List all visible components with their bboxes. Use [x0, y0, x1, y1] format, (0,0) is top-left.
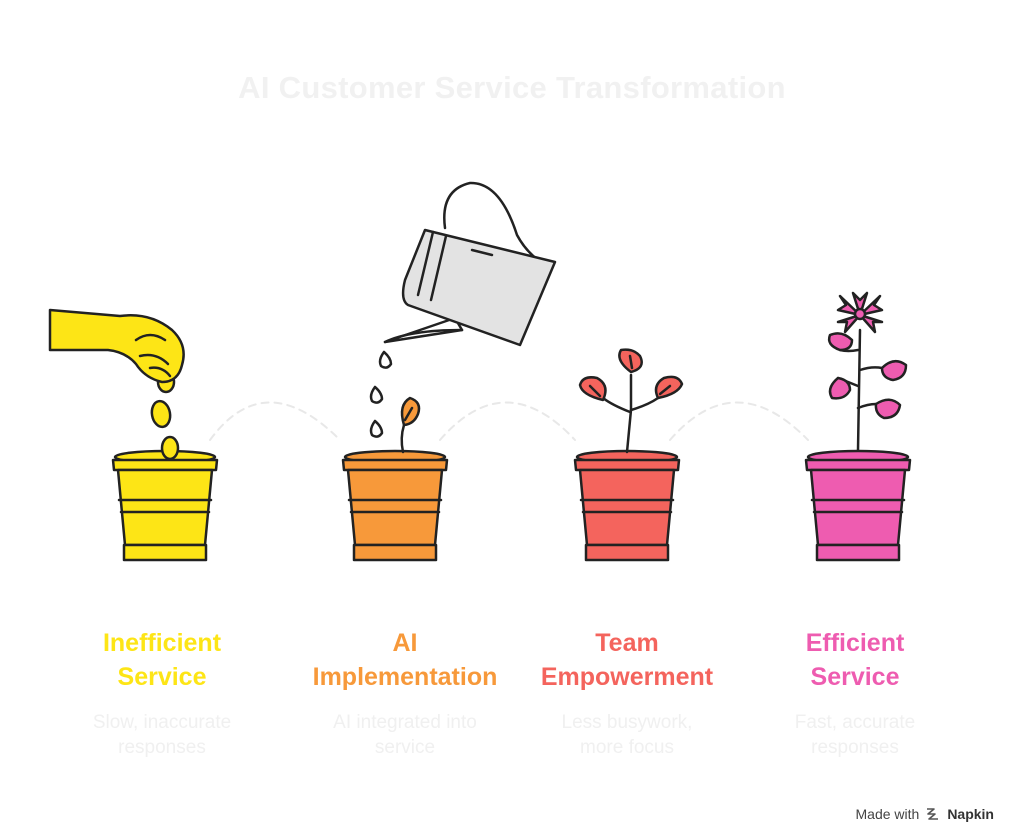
flowerpot-icon — [573, 449, 681, 562]
stage-desc-line: Slow, inaccurate — [92, 712, 232, 733]
stage-desc-inefficient-service: Slow, inaccurate responses — [47, 710, 277, 760]
flowerpot-icon — [111, 449, 219, 562]
napkin-logo-icon — [927, 808, 939, 820]
stage-title-efficient-service: Efficient Service — [740, 626, 970, 694]
stage-title-inefficient-service: Inefficient Service — [47, 626, 277, 694]
stage-title-line: Efficient — [805, 629, 905, 657]
seeds-icon — [150, 370, 180, 461]
stage-title-line: Service — [117, 663, 207, 691]
stage-title-ai-implementation: AI Implementation — [290, 626, 520, 694]
stage-desc-ai-implementation: AI integrated into service — [290, 710, 520, 760]
watering-can-icon — [383, 181, 557, 347]
stage-desc-line: Fast, accurate — [794, 712, 916, 733]
stage-desc-efficient-service: Fast, accurate responses — [740, 710, 970, 760]
plant-icon — [578, 348, 684, 454]
stage-desc-line: responses — [118, 737, 206, 758]
sprout-icon — [400, 396, 421, 454]
hand-icon — [48, 308, 185, 384]
water-drops-icon — [369, 350, 393, 438]
diagram-title: AI Customer Service Transformation — [238, 70, 786, 105]
connector-arcs — [209, 401, 809, 441]
stage-title-line: Inefficient — [102, 629, 222, 657]
stage-desc-team-empowerment: Less busywork, more focus — [512, 710, 742, 760]
stage-desc-line: Less busywork, — [561, 712, 693, 733]
stage-title-line: Team — [595, 629, 659, 657]
stage-desc-line: AI integrated into — [333, 712, 477, 733]
stage-title-line: AI — [392, 629, 418, 657]
stage-title-team-empowerment: Team Empowerment — [512, 626, 742, 694]
napkin-brand-label: Napkin — [947, 806, 994, 822]
stage-title-line: Empowerment — [540, 663, 714, 691]
stage-title-line: Implementation — [312, 663, 498, 691]
stage-desc-line: service — [374, 737, 436, 758]
flower-icon — [827, 291, 908, 452]
stage-desc-line: responses — [811, 737, 899, 758]
made-with-label: Made with — [855, 806, 920, 822]
stage-desc-line: more focus — [580, 737, 674, 758]
flowerpot-icon — [341, 449, 449, 562]
made-with-napkin-badge[interactable]: Made with Napkin — [856, 806, 995, 822]
stage-title-line: Service — [810, 663, 900, 691]
flowerpot-icon — [804, 449, 912, 562]
